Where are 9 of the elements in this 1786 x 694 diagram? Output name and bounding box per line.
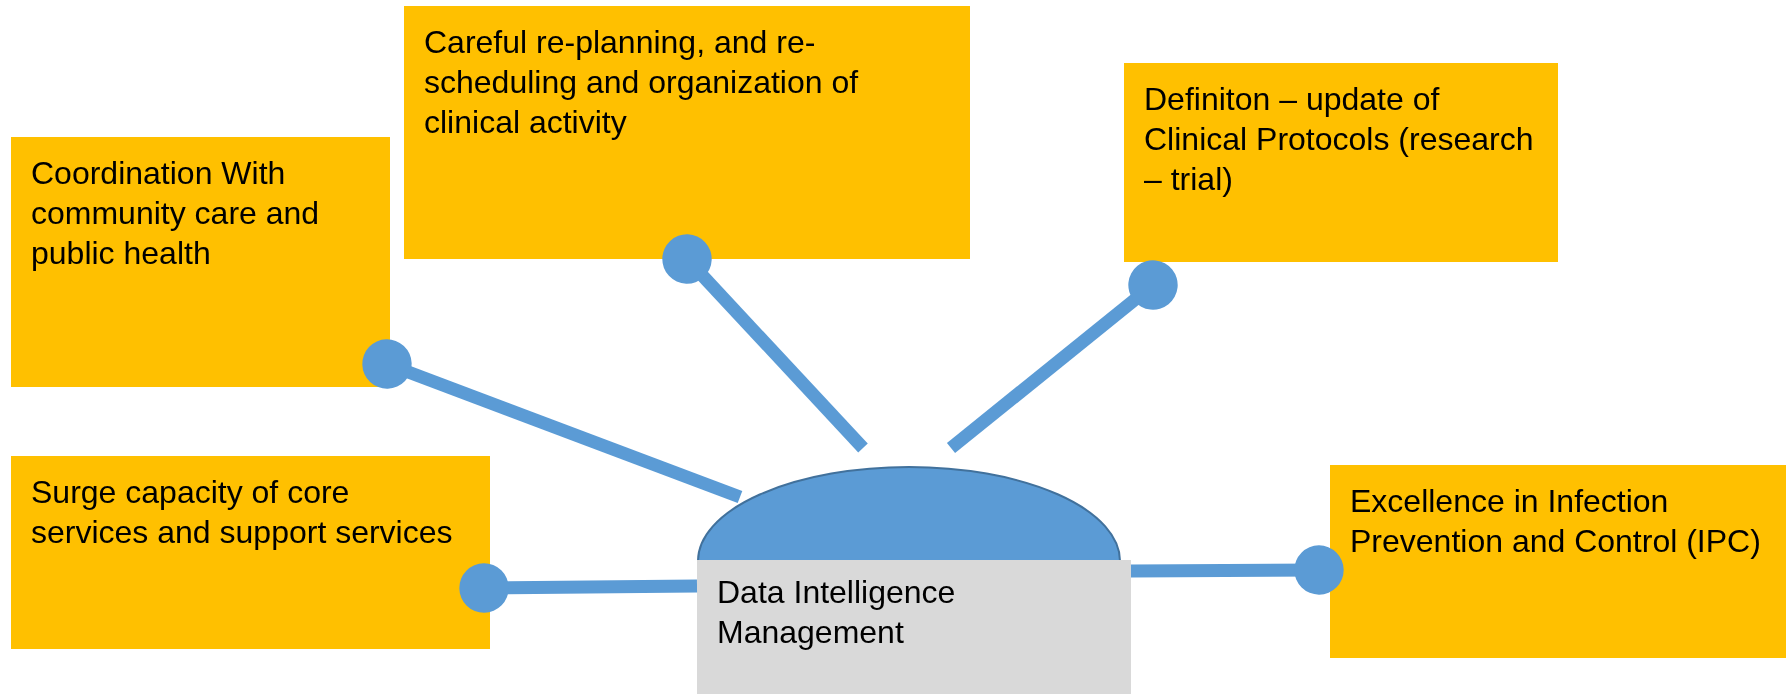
text-box: Careful re-planning, and re-scheduling and organization of clinical activity xyxy=(404,6,970,259)
connector-line xyxy=(662,234,868,453)
connector-line xyxy=(946,260,1178,454)
text-box: Excellence in Infection Prevention and Control (IPC) xyxy=(1330,465,1786,658)
text-box: Coordination With community care and public health xyxy=(11,137,390,387)
connector-line xyxy=(1130,545,1344,595)
text-box: Definiton – update of Clinical Protocols (research – trial) xyxy=(1124,63,1558,262)
text-box: Surge capacity of core services and support services xyxy=(11,456,490,649)
connector-line xyxy=(459,563,698,613)
